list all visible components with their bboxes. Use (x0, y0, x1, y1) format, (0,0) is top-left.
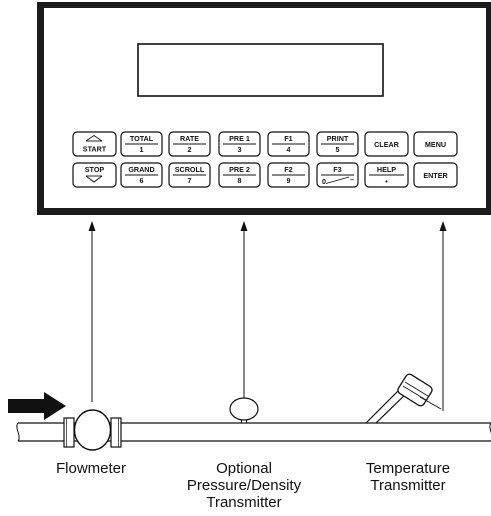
print-key-number: 5 (336, 145, 340, 154)
f3-key-divider (325, 176, 350, 184)
f3-key-label: F3 (333, 165, 341, 174)
scroll-key-number: 7 (188, 176, 192, 185)
f3-key-number: 0 (322, 177, 326, 186)
enter-key-label: ENTER (423, 171, 448, 180)
rate-key-label: RATE (180, 134, 199, 143)
flowmeter-caption: Flowmeter (56, 460, 126, 477)
optional-caption-line2: Pressure/Density (187, 477, 302, 494)
pressure-transmitter-icon (229, 397, 259, 424)
rate-key-number: 2 (188, 145, 192, 154)
stop-key-label: STOP (85, 165, 105, 174)
pre1-key[interactable]: PRE 1 3 (218, 131, 261, 157)
temperature-transmitter-icon (365, 373, 442, 424)
f1-key-number: 4 (287, 145, 291, 154)
total-key[interactable]: TOTAL 1 (120, 131, 163, 157)
f1-key-label: F1 (284, 134, 292, 143)
f1-key[interactable]: F1 4 (267, 131, 310, 157)
optional-caption-line3: Transmitter (206, 494, 281, 511)
pressure-signal-line (240, 221, 248, 398)
f2-key-number: 9 (287, 176, 291, 185)
pre1-key-number: 3 (238, 145, 242, 154)
f3-key[interactable]: F3 0 – (316, 162, 359, 188)
temperature-caption-line2: Transmitter (370, 477, 445, 494)
scroll-key[interactable]: SCROLL 7 (168, 162, 211, 188)
temperature-caption-line1: Temperature (366, 460, 450, 477)
start-key-label: START (83, 145, 107, 154)
clear-key[interactable]: CLEAR (364, 131, 409, 157)
flowmeter-signal-line (88, 221, 96, 402)
instrument-face (44, 8, 486, 208)
optional-caption-line1: Optional (216, 460, 272, 477)
grand-key-number: 6 (140, 176, 144, 185)
stop-key[interactable]: STOP (72, 162, 117, 188)
temperature-signal-line (439, 221, 447, 411)
menu-key[interactable]: MENU (413, 131, 458, 157)
grand-key[interactable]: GRAND 6 (120, 162, 163, 188)
scroll-key-label: SCROLL (175, 165, 205, 174)
flow-direction-arrow (8, 392, 66, 420)
rate-key[interactable]: RATE 2 (168, 131, 211, 157)
total-key-number: 1 (140, 145, 144, 154)
enter-key[interactable]: ENTER (413, 162, 458, 188)
total-key-label: TOTAL (130, 134, 154, 143)
pre2-key-label: PRE 2 (229, 165, 250, 174)
clear-key-label: CLEAR (374, 140, 400, 149)
pre2-key-number: 8 (238, 176, 242, 185)
f3-key-dash: – (350, 175, 354, 184)
help-key-symbol: • (385, 177, 388, 186)
f2-key-label: F2 (284, 165, 292, 174)
help-key[interactable]: HELP • (364, 162, 409, 188)
pre2-key[interactable]: PRE 2 8 (218, 162, 261, 188)
pre1-key-label: PRE 1 (229, 134, 250, 143)
flowmeter-icon (63, 409, 122, 451)
f2-key[interactable]: F2 9 (267, 162, 310, 188)
grand-key-label: GRAND (128, 165, 154, 174)
print-key[interactable]: PRINT 5 (316, 131, 359, 157)
menu-key-label: MENU (425, 140, 446, 149)
start-key[interactable]: START (72, 131, 117, 157)
lcd-display (137, 43, 384, 97)
help-key-label: HELP (377, 165, 396, 174)
print-key-label: PRINT (327, 134, 349, 143)
